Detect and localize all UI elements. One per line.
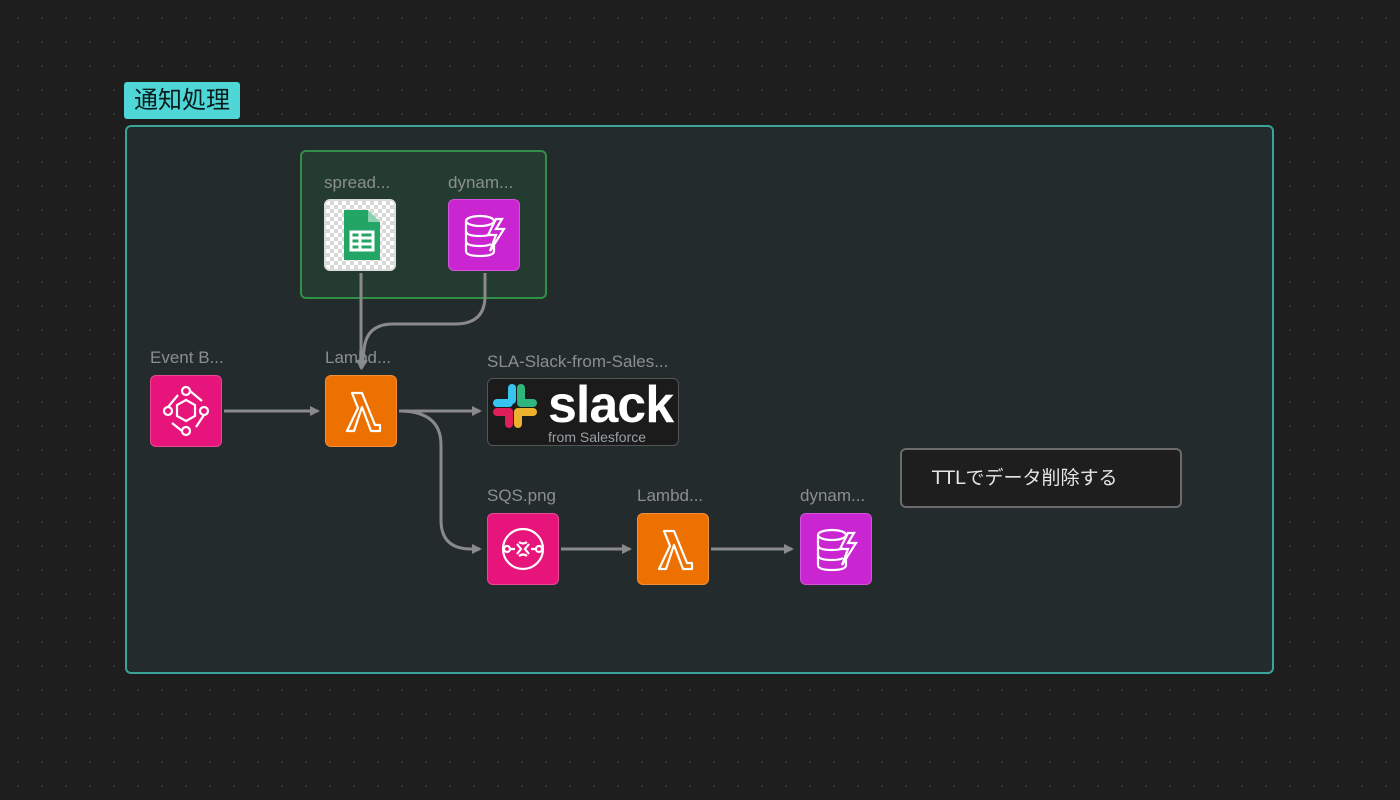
dynamodb-bottom-label: dynam... [800,486,866,505]
spreadsheet-node[interactable] [324,199,396,271]
sqs-icon [501,527,545,571]
slack-node[interactable]: slack from Salesforce [487,378,679,446]
google-sheets-icon [344,210,380,260]
dynamodb-top-node[interactable] [448,199,520,271]
dynamodb-bottom-node[interactable] [800,513,872,585]
sqs-label: SQS.png [487,486,556,505]
lambda-main-label: Lambd... [325,348,392,367]
ttl-note[interactable]: TTLでデータ削除する [900,448,1182,508]
group-title[interactable]: 通知処理 [124,82,240,119]
dynamodb-top-label: dynam... [448,173,514,192]
spreadsheet-label: spread... [324,173,391,192]
lambda-main-node[interactable] [325,375,397,447]
slack-label: SLA-Slack-from-Sales... [487,352,669,371]
eventbridge-label: Event B... [150,348,224,367]
edge-lambda-sqs[interactable] [398,409,482,554]
sqs-node[interactable] [487,513,559,585]
dynamodb-icon [816,528,859,572]
lambda-icon [657,529,694,571]
eventbridge-icon [162,385,210,437]
lambda-second-label: Lambd... [637,486,704,505]
dynamodb-icon [464,214,507,258]
slack-wordmark: slack [548,378,674,434]
slack-subtitle: from Salesforce [548,429,647,445]
slack-logo-icon [493,384,537,428]
eventbridge-node[interactable] [150,375,222,447]
lambda-icon [345,391,382,433]
edge-dynamodb-lambda[interactable] [357,273,487,370]
lambda-second-node[interactable] [637,513,709,585]
